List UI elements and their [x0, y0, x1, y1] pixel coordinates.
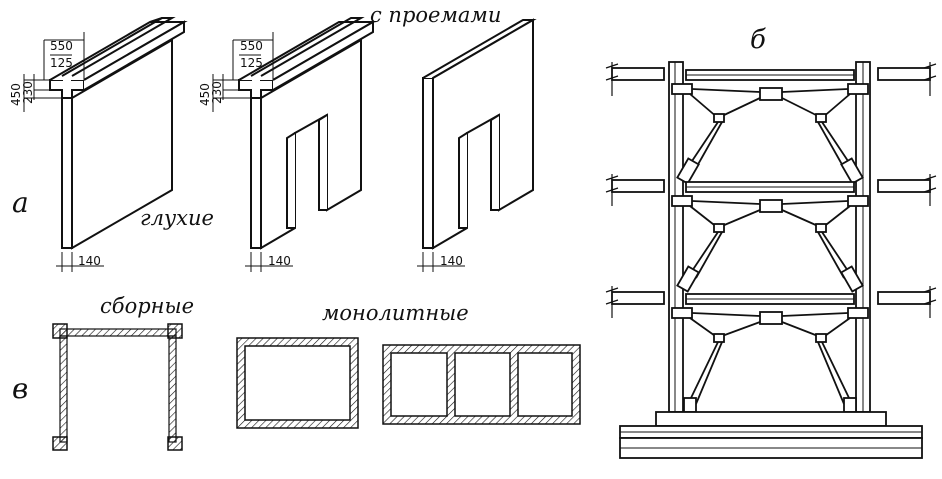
label-a: а — [12, 186, 29, 219]
label-blind: глухие — [140, 206, 214, 230]
break-marks — [605, 62, 937, 318]
slab-level-1 — [611, 67, 931, 185]
label-monolithic: монолитные — [322, 301, 469, 325]
dim-140-blind: 140 — [78, 254, 101, 268]
dim-230-opening: 230 — [210, 81, 224, 104]
dim-450-blind: 450 — [9, 83, 23, 106]
label-v: в — [12, 372, 28, 405]
dim-550-opening: 550 — [240, 39, 263, 53]
opening-wall-dims — [212, 32, 293, 272]
label-with-openings: с проемами — [370, 3, 501, 27]
dim-140-opening: 140 — [268, 254, 291, 268]
dim-125-blind: 125 — [50, 56, 73, 70]
dim-125-opening: 125 — [240, 56, 263, 70]
label-b: б — [750, 25, 766, 55]
precast-plan — [52, 323, 183, 451]
slab-level-3 — [611, 291, 931, 413]
monolithic-single-cell-plan — [236, 337, 359, 429]
flat-wall-dims — [417, 252, 465, 272]
blind-wall-dims — [23, 32, 104, 272]
opening-wall-flat-panel — [422, 18, 537, 250]
monolithic-three-cell-plan — [382, 344, 581, 425]
dim-450-opening: 450 — [198, 83, 212, 106]
foundation — [619, 411, 923, 459]
dim-550-blind: 550 — [50, 39, 73, 53]
frame-elevation — [605, 61, 937, 459]
dim-230-blind: 230 — [21, 81, 35, 104]
slab-level-2 — [611, 179, 931, 293]
dim-140-flat: 140 — [440, 254, 463, 268]
blind-wall-panel — [49, 17, 188, 250]
label-precast: сборные — [100, 294, 194, 318]
